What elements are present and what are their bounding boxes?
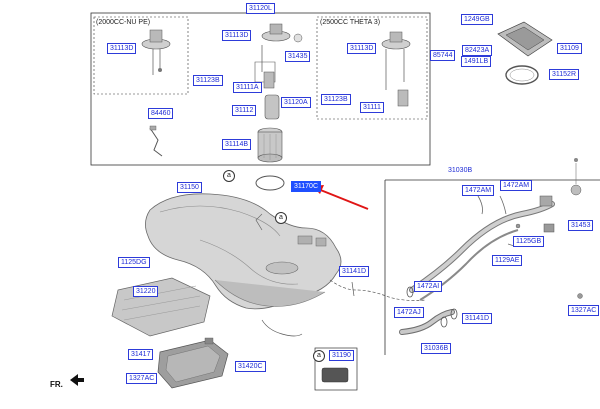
- part-label-31152R[interactable]: 31152R: [549, 69, 580, 80]
- part-label-31141D-bottom[interactable]: 31141D: [462, 313, 493, 324]
- part-label-1327AC-right[interactable]: 1327AC: [568, 305, 600, 316]
- part-label-1472AJ[interactable]: 1472AJ: [394, 307, 424, 318]
- part-label-31453[interactable]: 31453: [568, 220, 594, 231]
- part-label-1327AC-left[interactable]: 1327AC: [126, 373, 158, 384]
- front-orientation-label: FR.: [50, 380, 63, 389]
- hose-clamps: [406, 286, 458, 328]
- part-label-85744[interactable]: 85744: [430, 50, 456, 61]
- part-label-31111A[interactable]: 31111A: [233, 82, 262, 93]
- part-label-31141D-top[interactable]: 31141D: [339, 266, 370, 277]
- theta-variant-frame: [316, 16, 428, 120]
- fuel-pump-module-main: [254, 23, 303, 89]
- part-label-31030B[interactable]: 31030B: [448, 167, 473, 174]
- part-label-31420C[interactable]: 31420C: [235, 361, 266, 372]
- fuel-tank-31150: [145, 193, 342, 310]
- lock-ring-31152R: [505, 65, 539, 85]
- front-direction-arrow: [70, 374, 84, 386]
- callout-a-3: a: [313, 350, 325, 362]
- part-label-highlighted[interactable]: 31170C: [291, 181, 322, 192]
- part-label-1472AM-a[interactable]: 1472AM: [462, 185, 495, 196]
- part-label-31417[interactable]: 31417: [128, 349, 154, 360]
- part-label-31109[interactable]: 31109: [557, 43, 582, 54]
- part-label-84460[interactable]: 84460: [148, 108, 174, 119]
- variant-caption-theta: (2500CC THETA 3): [320, 19, 381, 26]
- part-label-31220[interactable]: 31220: [133, 286, 159, 297]
- part-label-31113D-right[interactable]: 31113D: [347, 43, 377, 54]
- variant-caption-nu: (2000CC-NU PE): [96, 19, 151, 26]
- part-label-31113D-mid[interactable]: 31113D: [222, 30, 252, 41]
- part-label-1249GB[interactable]: 1249GB: [461, 14, 493, 25]
- fuel-pump-assembly-31112: [264, 94, 280, 120]
- part-label-31036B[interactable]: 31036B: [421, 343, 452, 354]
- part-label-1491LB[interactable]: 1491LB: [461, 56, 492, 67]
- vent-hose: [261, 279, 427, 337]
- part-label-31435[interactable]: 31435: [285, 51, 311, 62]
- part-label-31112[interactable]: 31112: [232, 105, 257, 116]
- part-label-1472AM-b[interactable]: 1472AM: [500, 180, 533, 191]
- part-label-31113D-left[interactable]: 31113D: [107, 43, 137, 54]
- filler-neck-31030B: [409, 158, 582, 301]
- part-label-31190[interactable]: 31190: [329, 350, 354, 361]
- fuel-pump-module-nu: [141, 29, 171, 75]
- heat-shield-31220: [111, 277, 211, 337]
- parts-box-31190: [314, 347, 358, 391]
- part-label-31150[interactable]: 31150: [177, 182, 202, 193]
- fuel-filter-31114B: [257, 127, 283, 163]
- part-label-1125DG[interactable]: 1125DG: [118, 257, 150, 268]
- filler-hose-31036B: [399, 309, 455, 335]
- part-label-31123B-right[interactable]: 31123B: [321, 94, 351, 105]
- part-label-1472AI[interactable]: 1472AI: [414, 281, 443, 292]
- callout-a-1: a: [223, 170, 235, 182]
- fuel-pump-module-theta: [381, 31, 411, 107]
- callout-a-2: a: [275, 212, 287, 224]
- part-label-1129AE[interactable]: 1129AE: [492, 255, 523, 266]
- service-cover-31109: [497, 21, 553, 57]
- cap-31190: [321, 367, 349, 383]
- part-label-1125GB[interactable]: 1125GB: [513, 236, 545, 247]
- pump-gasket-ring: [255, 175, 285, 191]
- part-label-31120A[interactable]: 31120A: [281, 97, 311, 108]
- bracket-84460: [149, 125, 163, 157]
- part-label-31120L[interactable]: 31120L: [246, 3, 275, 14]
- part-label-31123B-mid[interactable]: 31123B: [193, 75, 223, 86]
- canister-31420C: [157, 337, 229, 389]
- nu-pe-variant-frame: [93, 16, 189, 95]
- part-label-31111[interactable]: 31111: [360, 102, 384, 113]
- part-label-82423A[interactable]: 82423A: [462, 45, 493, 56]
- part-label-31114B[interactable]: 31114B: [222, 139, 252, 150]
